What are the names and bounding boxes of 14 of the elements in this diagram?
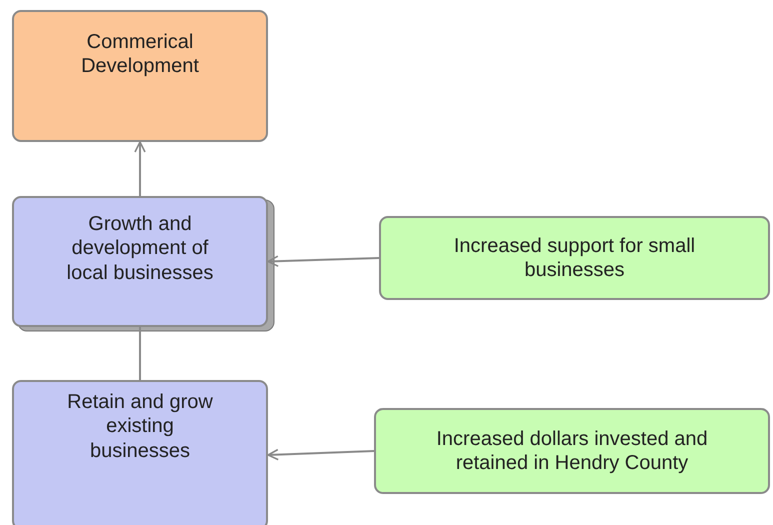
box-label: Commerical Development (80, 30, 200, 79)
box-label: Retain and grow existing businesses (66, 390, 214, 464)
goal-box (12, 196, 268, 327)
arrow (134, 141, 146, 196)
box-label: Increased support for small businesses (452, 234, 696, 282)
goal-box (12, 380, 268, 525)
input-box (379, 216, 770, 300)
input-box (374, 408, 770, 494)
arrow (267, 448, 374, 460)
box-label: Growth and development of local businesses (66, 212, 214, 286)
arrow (267, 255, 380, 267)
connector-line (139, 327, 141, 380)
box-label: Increased dollars invested and retained in Hendry County (435, 426, 709, 476)
outcome-box (12, 10, 268, 142)
